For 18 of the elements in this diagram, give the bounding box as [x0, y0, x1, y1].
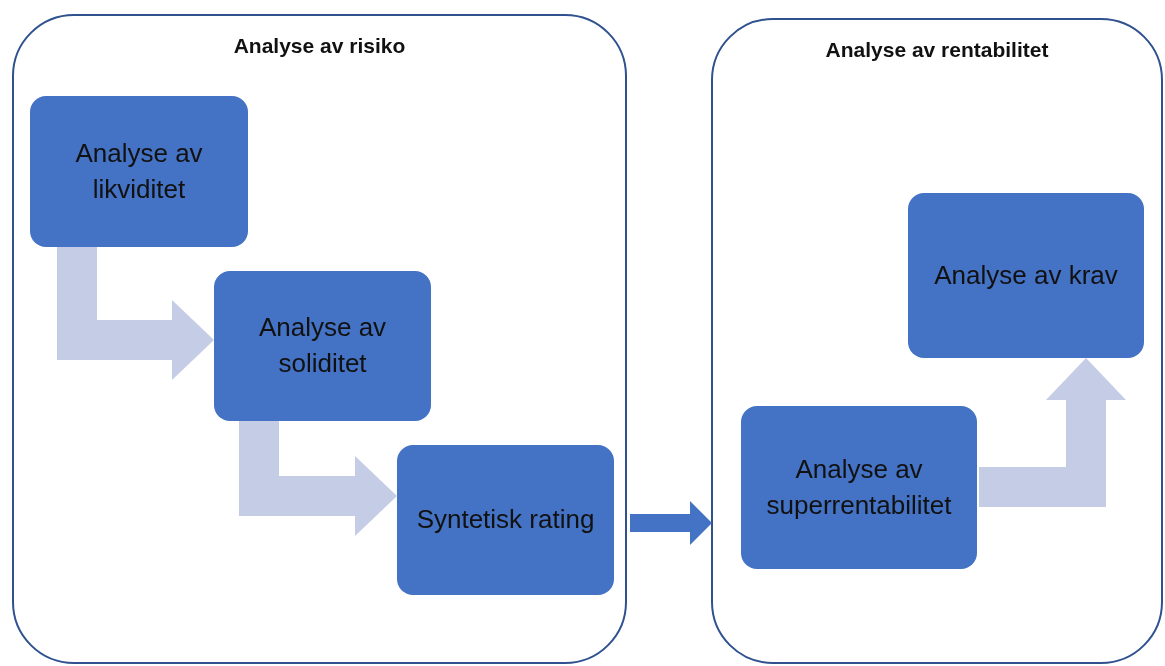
group-title: Analyse av rentabilitet: [824, 38, 1050, 62]
group-panel: [12, 14, 627, 664]
process-box: [214, 271, 431, 421]
arrow: [979, 358, 1126, 507]
process-label: Analyse av superrentabilitet: [765, 452, 953, 522]
process-box: [30, 96, 248, 247]
process-label: Analyse av soliditet: [257, 311, 388, 380]
process-label: Analyse av likviditet: [74, 136, 204, 206]
arrow: [57, 247, 214, 380]
group-panel: [711, 18, 1163, 664]
arrow: [630, 501, 712, 545]
process-box: [397, 445, 614, 595]
process-box: [741, 406, 977, 569]
arrow: [239, 421, 397, 536]
group-title: Analyse av risiko: [232, 34, 407, 58]
process-label: Analyse av krav: [934, 258, 1118, 292]
process-label: Syntetisk rating: [416, 503, 595, 537]
process-box: [908, 193, 1144, 358]
